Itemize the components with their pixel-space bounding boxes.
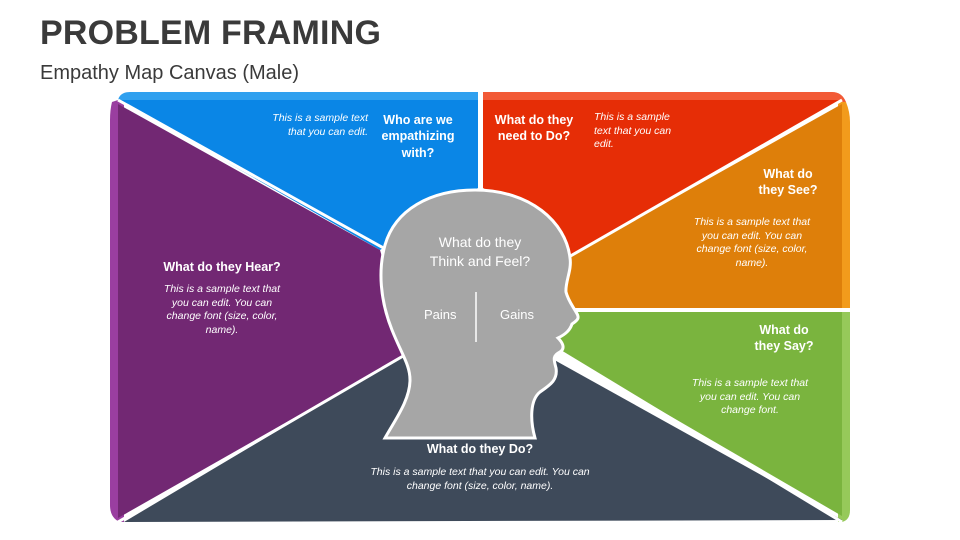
- hear-heading: What do they Hear?: [163, 260, 281, 274]
- do-heading: What do they Do?: [426, 442, 534, 456]
- gains-label: Gains: [500, 307, 534, 322]
- need-text: This is a sample text that you can edit.: [594, 111, 672, 151]
- red-top-rail: [483, 92, 846, 102]
- blue-top-rail: [118, 92, 478, 100]
- head-silhouette: [379, 188, 580, 440]
- say-text: This is a sample text that you can edit.…: [691, 377, 809, 417]
- hear-text: This is a sample text that you can edit.…: [163, 283, 281, 336]
- divider-lines: [117, 92, 850, 524]
- see-heading: What do they See?: [758, 167, 818, 198]
- page-title: PROBLEM FRAMING: [40, 14, 382, 52]
- pains-label: Pains: [424, 307, 457, 322]
- say-heading: What do they Say?: [754, 323, 814, 354]
- see-text: This is a sample text that you can edit.…: [693, 216, 811, 269]
- section-who-blue: [118, 100, 478, 250]
- do-text: This is a sample text that you can edit.…: [370, 466, 590, 492]
- who-text: This is a sample text that you can edit.: [272, 112, 368, 138]
- section-hear-purple: [118, 104, 410, 518]
- who-heading: Who are we empathizing with?: [381, 113, 455, 160]
- need-heading: What do they need to Do?: [494, 113, 574, 144]
- page-subtitle: Empathy Map Canvas (Male): [40, 62, 299, 84]
- section-need-red: [483, 100, 842, 262]
- section-say-green: [560, 312, 842, 516]
- section-see-orange: [560, 104, 842, 308]
- think-feel-label: What do they Think and Feel?: [429, 234, 531, 269]
